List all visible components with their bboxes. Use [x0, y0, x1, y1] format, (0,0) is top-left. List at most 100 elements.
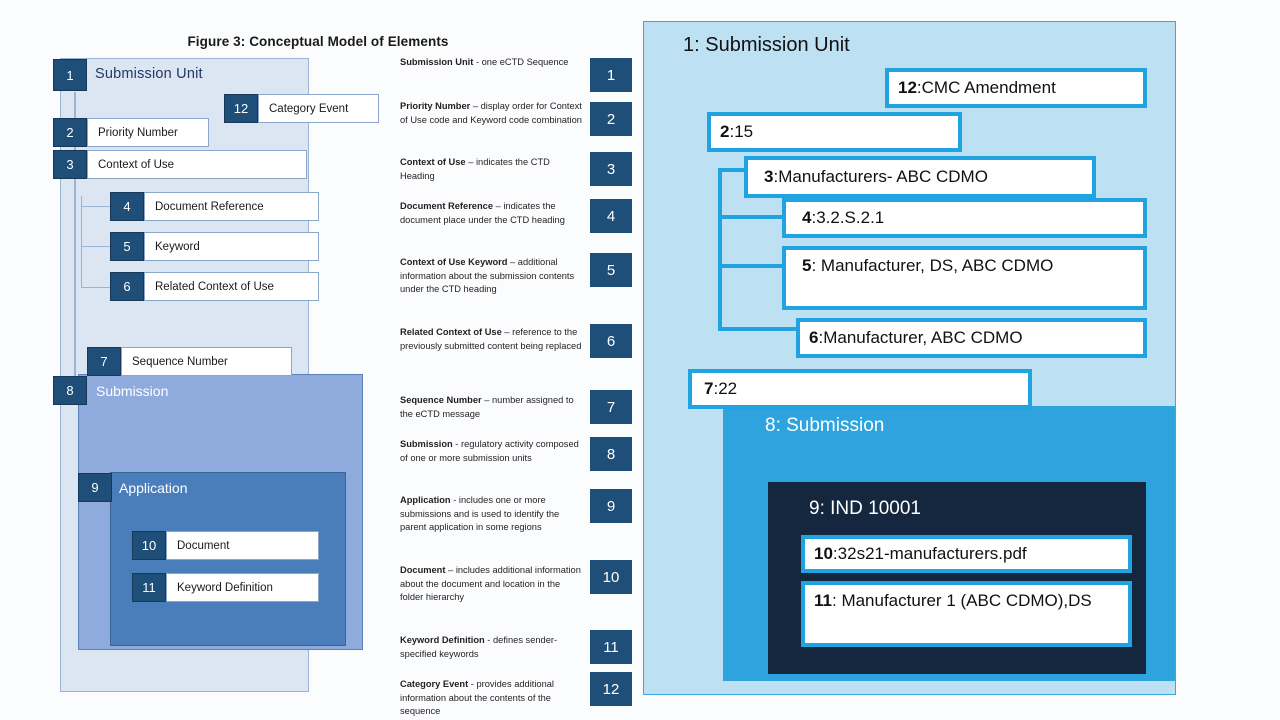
- example-connector-to-5: [718, 264, 782, 268]
- legend-badge-10: 10: [590, 560, 632, 594]
- node-badge-9: 9: [78, 473, 112, 502]
- example-connector-vertical: [718, 168, 722, 331]
- legend-term-4: Document Reference: [400, 201, 493, 211]
- legend-sep-7: –: [481, 395, 492, 405]
- legend-text-9: Application - includes one or more submi…: [400, 494, 582, 535]
- legend-desc-10: includes additional information about th…: [400, 565, 581, 603]
- legend-sep-5: –: [507, 257, 518, 267]
- node-badge-6: 6: [110, 272, 144, 301]
- legend-sep-4: –: [493, 201, 504, 211]
- example-sep-2: :: [729, 121, 735, 141]
- example-box-10: 10: 32s21-manufacturers.pdf: [801, 535, 1132, 573]
- node-box-7: Sequence Number: [121, 347, 292, 376]
- node-box-10: Document: [166, 531, 319, 560]
- legend-desc-6: reference to the previously submitted co…: [400, 327, 582, 351]
- node-badge-3: 3: [53, 150, 87, 179]
- example-box-6: 6: Manufacturer, ABC CDMO: [796, 318, 1147, 358]
- legend-desc-2: display order for Context of Use code an…: [400, 101, 582, 125]
- legend-text-4: Document Reference – indicates the docum…: [400, 200, 582, 227]
- legend-desc-12: provides additional information about th…: [400, 679, 554, 717]
- application-block-title: Application: [119, 480, 188, 496]
- node-box-12: Category Event: [258, 94, 379, 123]
- conceptual-model-figure: Figure 3: Conceptual Model of Elements S…: [0, 0, 636, 720]
- example-connector-to-3: [718, 168, 752, 172]
- legend-sep-10: –: [445, 565, 456, 575]
- legend-badge-3: 3: [590, 152, 632, 186]
- legend-sep-12: -: [468, 679, 477, 689]
- node-box-4: Document Reference: [144, 192, 319, 221]
- node-box-5: Keyword: [144, 232, 319, 261]
- example-box-12: 12: CMC Amendment: [885, 68, 1147, 108]
- legend-text-12: Category Event - provides additional inf…: [400, 678, 582, 719]
- legend-sep-3: –: [465, 157, 476, 167]
- legend-badge-12: 12: [590, 672, 632, 706]
- example-sep-10: :: [832, 543, 838, 563]
- example-prefix-7: 7: [704, 378, 714, 398]
- example-box-7: 7: 22: [688, 369, 1032, 409]
- example-value-2: 15: [734, 121, 754, 141]
- example-prefix-10: 10: [814, 543, 833, 563]
- example-box-3: 3: Manufacturers- ABC CDMO: [744, 156, 1096, 198]
- example-box-4: 4: 3.2.S.2.1: [782, 198, 1147, 238]
- example-value-5: Manufacturer, DS, ABC CDMO: [820, 256, 1054, 275]
- legend-term-5: Context of Use Keyword: [400, 257, 508, 267]
- example-box-5: 5: Manufacturer, DS, ABC CDMO: [782, 246, 1147, 310]
- legend-badge-9: 9: [590, 489, 632, 523]
- connector-branch-5: [81, 246, 110, 247]
- legend-badge-11: 11: [590, 630, 632, 664]
- connector-branch-4: [81, 206, 110, 207]
- example-sep-12: :: [916, 77, 922, 97]
- legend-text-11: Keyword Definition - defines sender-spec…: [400, 634, 582, 661]
- legend-sep-6: –: [501, 327, 513, 337]
- example-connector-to-6: [718, 327, 796, 331]
- example-sep-5: :: [811, 256, 821, 275]
- legend-row: Document Reference – indicates the docum…: [400, 199, 632, 254]
- example-value-10: 32s21-manufacturers.pdf: [837, 543, 1027, 563]
- legend-text-7: Sequence Number – number assigned to the…: [400, 394, 582, 421]
- legend-sep-2: –: [470, 101, 481, 111]
- legend-badge-6: 6: [590, 324, 632, 358]
- legend-text-8: Submission - regulatory activity compose…: [400, 438, 582, 465]
- connector-spine: [74, 92, 76, 392]
- legend-row: Related Context of Use – reference to th…: [400, 324, 632, 394]
- legend-badge-1: 1: [590, 58, 632, 92]
- legend-term-11: Keyword Definition: [400, 635, 485, 645]
- example-sep-7: :: [713, 378, 719, 398]
- legend-text-2: Priority Number – display order for Cont…: [400, 100, 582, 127]
- example-box-11: 11: Manufacturer 1 (ABC CDMO),DS: [801, 581, 1132, 647]
- example-sep-11: :: [831, 591, 842, 610]
- legend-desc-9: includes one or more submissions and is …: [400, 495, 560, 533]
- legend-row: Submission Unit - one eCTD Sequence 1: [400, 56, 632, 94]
- legend-row: Context of Use Keyword – additional info…: [400, 253, 632, 324]
- node-box-3: Context of Use: [87, 150, 307, 179]
- node-badge-7: 7: [87, 347, 121, 376]
- legend-row: Priority Number – display order for Cont…: [400, 100, 632, 154]
- legend-term-8: Submission: [400, 439, 453, 449]
- example-value-12: CMC Amendment: [921, 77, 1056, 97]
- legend-desc-7: number assigned to the eCTD message: [400, 395, 574, 419]
- example-value-4: 3.2.S.2.1: [816, 207, 885, 227]
- legend-row: Sequence Number – number assigned to the…: [400, 390, 632, 434]
- example-application-block-title: 9: IND 10001: [809, 498, 921, 519]
- legend-text-10: Document – includes additional informati…: [400, 564, 582, 605]
- legend-text-1: Submission Unit - one eCTD Sequence: [400, 56, 582, 70]
- example-prefix-12: 12: [898, 77, 917, 97]
- legend-row: Category Event - provides additional inf…: [400, 672, 632, 720]
- legend-desc-11: defines sender-specified keywords: [400, 635, 558, 659]
- connector-branch-6: [81, 287, 110, 288]
- legend-text-3: Context of Use – indicates the CTD Headi…: [400, 156, 582, 183]
- example-sep-3: :: [773, 166, 779, 186]
- legend-term-7: Sequence Number: [400, 395, 482, 405]
- node-badge-2: 2: [53, 118, 87, 147]
- node-badge-12: 12: [224, 94, 258, 123]
- legend-badge-5: 5: [590, 253, 632, 287]
- legend-term-10: Document: [400, 565, 446, 575]
- legend-row: Document – includes additional informati…: [400, 560, 632, 632]
- legend-row: Application - includes one or more submi…: [400, 489, 632, 562]
- legend-sep-9: -: [450, 495, 459, 505]
- legend-desc-5: additional information about the submiss…: [400, 257, 575, 295]
- example-prefix-3: 3: [764, 166, 774, 186]
- legend-desc-4: indicates the document place under the C…: [400, 201, 565, 225]
- example-value-3: Manufacturers- ABC CDMO: [778, 166, 988, 186]
